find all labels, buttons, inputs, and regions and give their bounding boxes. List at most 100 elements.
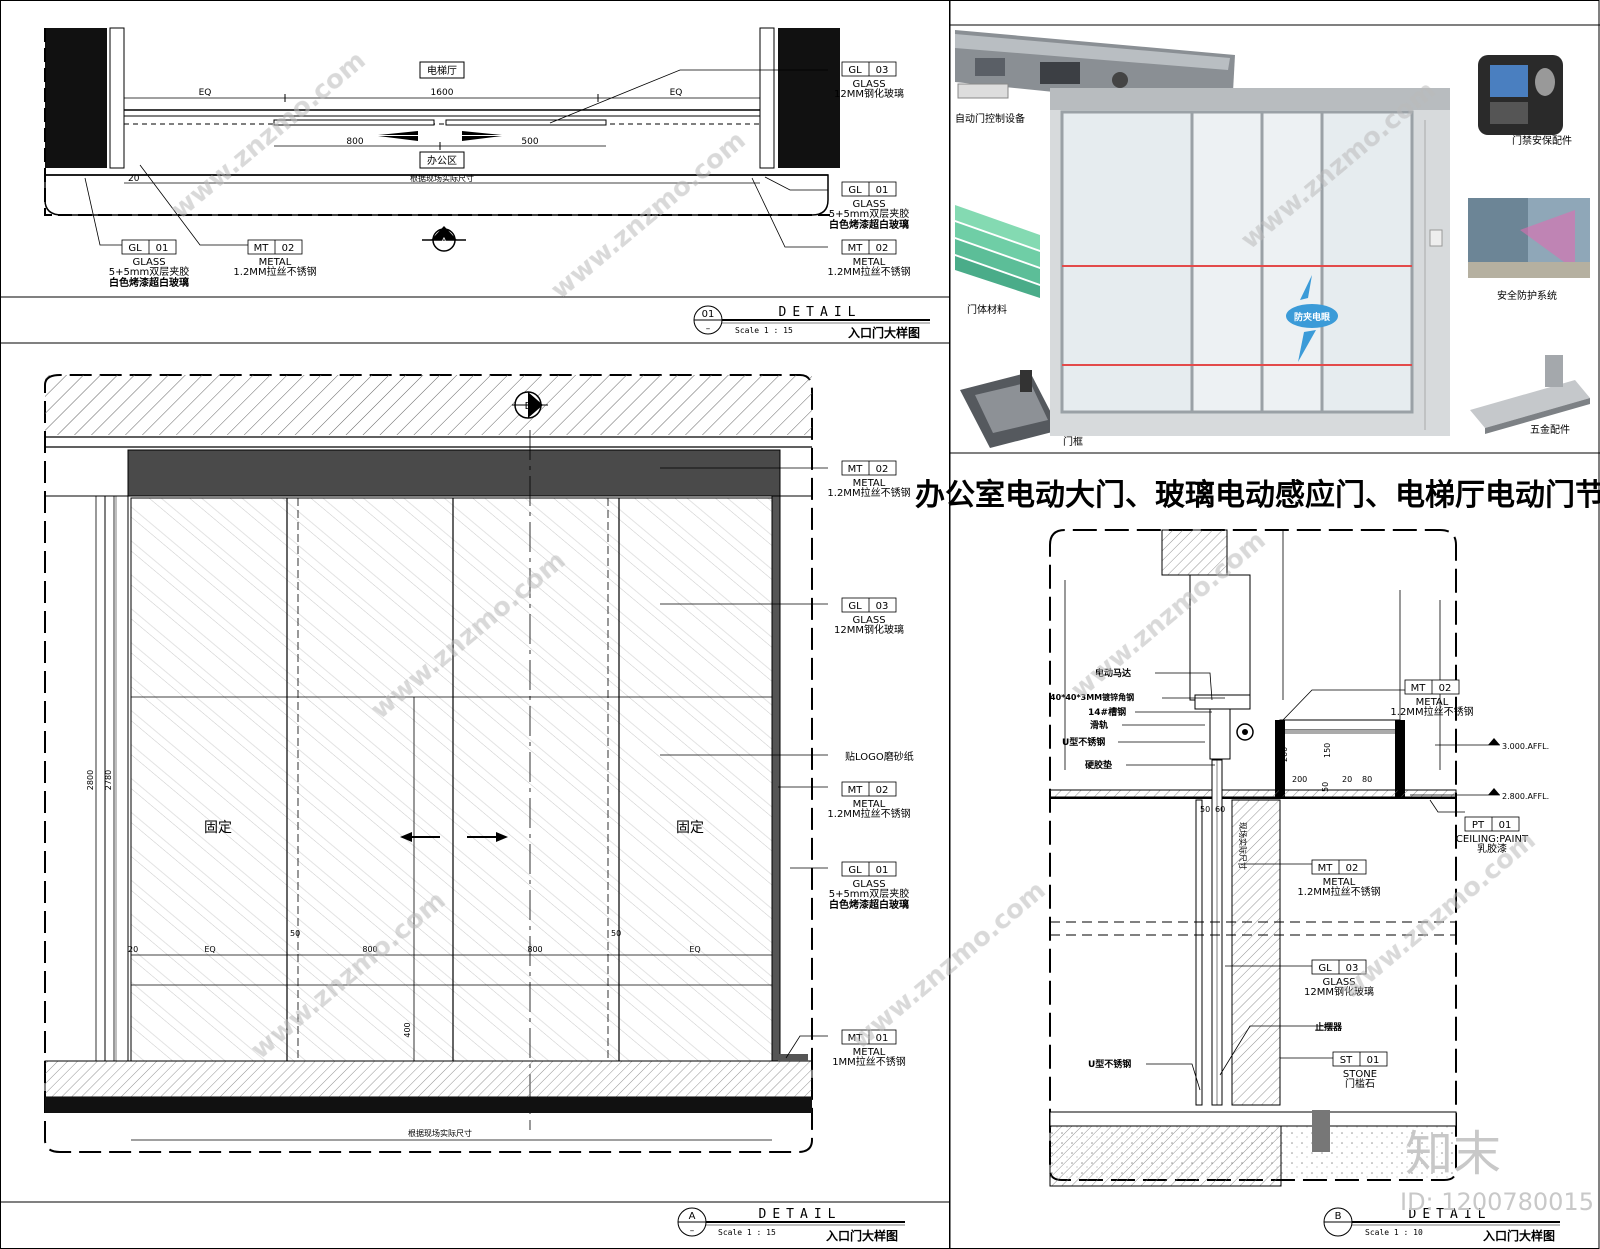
tag-line2: 1.2MM拉丝不锈钢 (1390, 705, 1473, 718)
watermark-7: www.znzmo.com (1335, 825, 1541, 1005)
tag-line1: METAL (1323, 877, 1356, 888)
tag-line1: STONE (1343, 1069, 1377, 1080)
photo-label-access: 门禁安保配件 (1512, 134, 1572, 147)
svg-text:–: – (690, 1226, 695, 1236)
dim-50-a: 50 (290, 929, 300, 938)
tag-line1: GLASS (852, 79, 885, 90)
tag-line2: 1.2MM拉丝不锈钢 (827, 265, 910, 278)
lobby-label: 电梯厅 (427, 64, 457, 77)
motor-label: 电动马达 (1095, 667, 1131, 679)
titleblock-a-scale: Scale 1 : 15 (718, 1228, 776, 1237)
id-watermark: ID: 1200780015 (1400, 1188, 1594, 1216)
tag-line1: GLASS (132, 257, 165, 268)
titleblock-a: A – DETAIL Scale 1 : 15 入口门大样图 (677, 1207, 905, 1243)
dim-200-b: 200 (1280, 747, 1289, 762)
tag-line2: 5+5mm双层夹胶 (829, 887, 910, 900)
photo-label-material: 门体材料 (967, 303, 1007, 316)
tag-line3: 白色烤漆超白玻璃 (109, 276, 189, 289)
tag-num: 02 (1346, 863, 1359, 874)
titleblock-01-scale: Scale 1 : 15 (735, 326, 793, 335)
titleblock-01-name: 入口门大样图 (848, 325, 920, 340)
main-title: 办公室电动大门、玻璃电动感应门、电梯厅电动门节点 (915, 478, 1600, 513)
tag-line1: GLASS (852, 615, 885, 626)
tag-code: MT (848, 464, 864, 475)
dim-150: 150 (1323, 743, 1332, 758)
dim-20-a: 20 (128, 945, 138, 954)
tag-num: 01 (876, 185, 889, 196)
tag-code: MT (848, 785, 864, 796)
tag-num: 01 (156, 243, 169, 254)
tag-line1: GLASS (852, 879, 885, 890)
dim-20-b: 20 (1342, 775, 1352, 784)
security-system-image (1468, 198, 1590, 278)
dim-400: 400 (403, 1022, 412, 1037)
site-size-label: 根据现场实际尺寸 (410, 173, 474, 183)
level-3000: 3.000.AFFL. (1502, 742, 1549, 751)
titleblock-a-word: DETAIL (759, 1207, 842, 1222)
rail-label: 滑轨 (1090, 719, 1108, 731)
site-size-label-a: 根据现场实际尺寸 (408, 1128, 472, 1138)
tag-line1: METAL (853, 799, 886, 810)
tag-code: GL (848, 601, 862, 612)
tag-num: 02 (1439, 683, 1452, 694)
tag-code: GL (848, 65, 862, 76)
tag-line1: GLASS (1322, 977, 1355, 988)
tag-code: MT (848, 1033, 864, 1044)
tag-num: 03 (876, 601, 889, 612)
tag-line1: CEILING:PAINT (1456, 834, 1529, 845)
door-material-image (955, 205, 1040, 298)
photo-label-sensor: 防夹电眼 (1294, 311, 1330, 323)
tag-code: MT (1318, 863, 1334, 874)
fixed-right-label: 固定 (676, 820, 704, 836)
tag-code: GL (128, 243, 142, 254)
tag-code: ST (1340, 1055, 1353, 1066)
tag-line2: 1MM拉丝不锈钢 (832, 1055, 906, 1068)
tag-line2: 12MM钢化玻璃 (1304, 985, 1374, 998)
detail-01-plan (44, 27, 840, 252)
tag-num: 02 (876, 464, 889, 475)
tag-code: MT (1411, 683, 1427, 694)
tag-num: 01 (876, 865, 889, 876)
titleblock-b-word: DETAIL (1409, 1207, 1492, 1222)
left-wall-hatch (45, 28, 107, 168)
section-mark-a: A (441, 237, 448, 247)
dim-2800: 2800 (86, 770, 95, 790)
tag-line2: 门槛石 (1345, 1077, 1375, 1090)
titleblock-b-num: B (1335, 1211, 1342, 1222)
tag-line1: METAL (1416, 697, 1449, 708)
angle-steel-label: 40*40*3MM镀锌角钢 (1050, 692, 1134, 702)
titleblock-b-name: 入口门大样图 (1483, 1228, 1555, 1243)
detail-a-elevation (44, 374, 828, 1153)
dim-60: 60 (1215, 805, 1225, 814)
tag-num: 03 (876, 65, 889, 76)
logo-label: 贴LOGO磨砂纸 (845, 750, 914, 763)
level-2800: 2.800.AFFL. (1502, 792, 1549, 801)
tag-num: 01 (1367, 1055, 1380, 1066)
photo-label-control: 自动门控制设备 (955, 112, 1025, 125)
brand-watermark: 知末 (1405, 1126, 1501, 1182)
tag-line2: 5+5mm双层夹胶 (109, 265, 190, 278)
tag-line3: 白色烤漆超白玻璃 (829, 898, 909, 911)
titleblock-01: 01 – DETAIL Scale 1 : 15 入口门大样图 (693, 305, 930, 340)
tag-line2: 1.2MM拉丝不锈钢 (827, 807, 910, 820)
tag-line1: METAL (853, 1047, 886, 1058)
tag-num: 01 (876, 1033, 889, 1044)
pad-label: 硬胶垫 (1085, 759, 1112, 771)
tag-code: PT (1472, 820, 1485, 831)
channel-label: 14#槽钢 (1088, 706, 1126, 718)
stopper-label: 止摆器 (1315, 1021, 1343, 1033)
tag-code: GL (848, 185, 862, 196)
dim-800: 800 (346, 137, 363, 147)
tag-line1: METAL (853, 257, 886, 268)
tag-line3: 白色烤漆超白玻璃 (829, 218, 909, 231)
tag-line2: 1.2MM拉丝不锈钢 (1297, 885, 1380, 898)
tag-code: GL (1318, 963, 1332, 974)
